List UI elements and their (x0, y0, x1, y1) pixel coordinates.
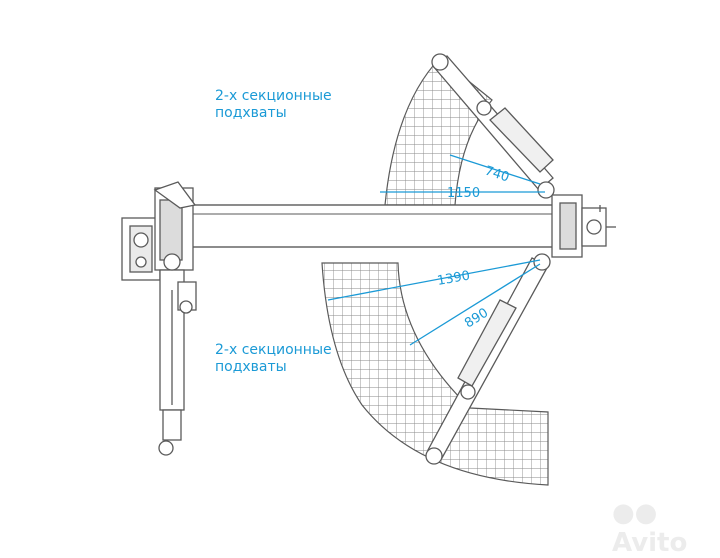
dim-line-740 (449, 154, 541, 185)
dim-label-740: 740 (483, 164, 511, 186)
dim-line-1390 (327, 259, 541, 301)
dim-label-1390: 1390 (436, 268, 471, 289)
crossbeam (179, 204, 559, 248)
right-column (551, 194, 616, 258)
caption-top: 2-х секционные подхваты (215, 88, 332, 122)
watermark-text: Avito (612, 528, 688, 558)
caption-bottom: 2-х секционные подхваты (215, 342, 332, 376)
avito-watermark: ●● Avito (612, 498, 720, 558)
dim-line-890 (409, 263, 541, 346)
dim-label-1150: 1150 (447, 186, 480, 201)
caption-top-line1: 2-х секционные (215, 88, 332, 104)
avito-logo-icon: ●● (612, 498, 658, 528)
caption-bottom-line1: 2-х секционные (215, 342, 332, 358)
left-top-bracket (153, 181, 197, 209)
caption-top-line2: подхваты (215, 105, 287, 121)
left-arm (158, 253, 197, 456)
lift-arm-diagram: 740 1150 1390 890 (121, 53, 616, 486)
lower-sweep-area (321, 262, 549, 486)
caption-bottom-line2: подхваты (215, 359, 287, 375)
upper-sweep-area (384, 57, 493, 206)
upper-right-arm (431, 53, 555, 199)
lower-right-arm (425, 253, 551, 465)
